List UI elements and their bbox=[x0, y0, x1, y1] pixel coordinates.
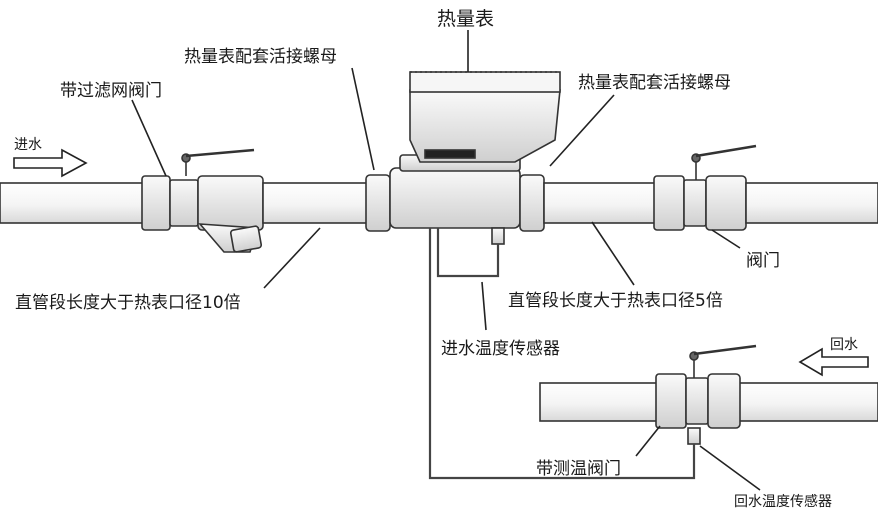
leader-pipe-10x bbox=[263, 227, 321, 289]
leader-union-right bbox=[549, 94, 615, 167]
label-inlet: 进水 bbox=[14, 137, 42, 153]
straight-pipe-long bbox=[262, 182, 374, 224]
filter-valve bbox=[141, 148, 264, 253]
union-nut-left bbox=[365, 174, 391, 232]
label-filter-valve: 带过滤网阀门 bbox=[60, 81, 162, 101]
leader-return-sensor bbox=[699, 445, 761, 491]
label-return-water: 回水 bbox=[830, 337, 858, 353]
label-temp-valve: 带测温阀门 bbox=[536, 459, 621, 479]
leader-inlet-sensor bbox=[481, 281, 487, 331]
label-inlet-temp-sensor: 进水温度传感器 bbox=[441, 339, 560, 359]
return-arrow bbox=[798, 347, 869, 377]
outlet-valve bbox=[653, 144, 757, 231]
heat-meter-body bbox=[389, 71, 561, 245]
main-pipe-right bbox=[745, 182, 878, 224]
label-straight-pipe-10x: 直管段长度大于热表口径10倍 bbox=[15, 293, 241, 313]
label-union-nut-left: 热量表配套活接螺母 bbox=[184, 47, 337, 67]
leader-valve bbox=[711, 229, 741, 249]
label-union-nut-right: 热量表配套活接螺母 bbox=[578, 73, 731, 93]
union-nut-right bbox=[519, 174, 545, 232]
main-pipe-left bbox=[0, 182, 161, 224]
straight-pipe-short bbox=[543, 182, 657, 224]
label-valve: 阀门 bbox=[746, 251, 780, 271]
label-straight-pipe-5x: 直管段长度大于热表口径5倍 bbox=[508, 291, 723, 311]
inlet-arrow bbox=[13, 148, 88, 178]
leader-union-left bbox=[351, 67, 375, 171]
temp-measuring-valve bbox=[655, 344, 757, 445]
leader-filter-valve bbox=[131, 99, 167, 177]
leader-temp-valve bbox=[635, 425, 661, 457]
inlet-sensor-cable bbox=[436, 228, 500, 278]
return-sensor-cable bbox=[428, 228, 696, 480]
label-heat-meter: 热量表 bbox=[437, 8, 495, 30]
label-return-temp-sensor: 回水温度传感器 bbox=[734, 494, 832, 510]
leader-pipe-5x bbox=[591, 221, 635, 286]
